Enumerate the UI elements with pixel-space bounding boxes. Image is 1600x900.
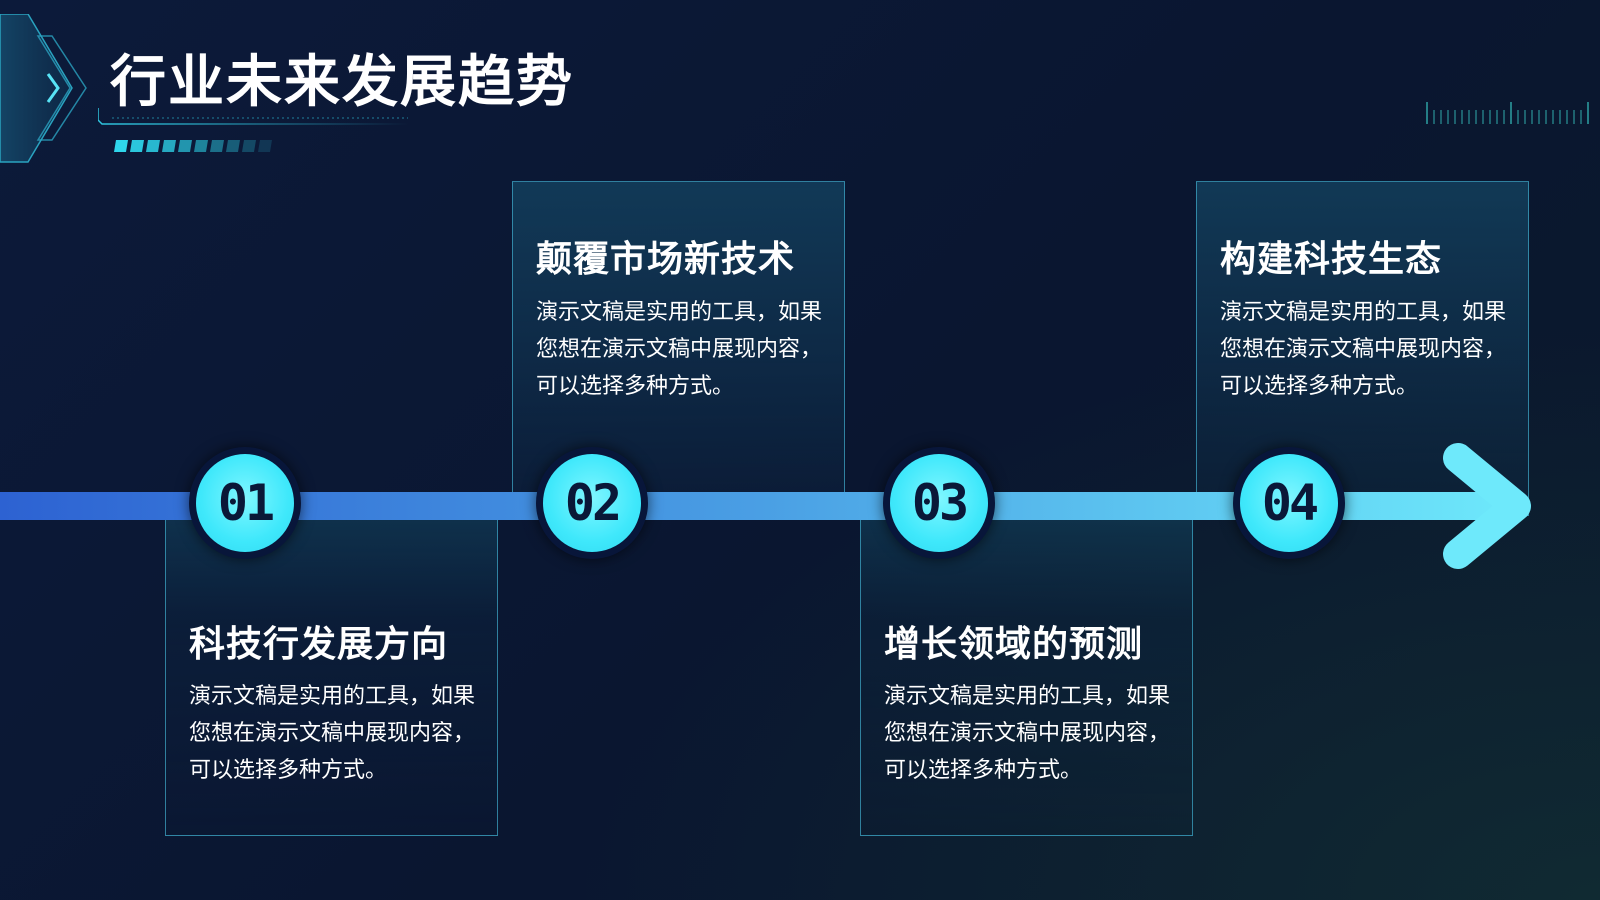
- arrow-head-icon: [1443, 443, 1531, 569]
- step-card-4: 构建科技生态 演示文稿是实用的工具，如果您想在演示文稿中展现内容，可以选择多种方…: [1196, 181, 1529, 516]
- tick-ruler-decoration: [1426, 102, 1589, 124]
- step-node-1: 01: [189, 447, 301, 559]
- step-title: 科技行发展方向: [189, 624, 449, 665]
- step-description: 演示文稿是实用的工具，如果您想在演示文稿中展现内容，可以选择多种方式。: [536, 300, 823, 399]
- step-node-3: 03: [883, 447, 995, 559]
- step-title: 颠覆市场新技术: [536, 239, 796, 280]
- page-title: 行业未来发展趋势: [110, 50, 574, 115]
- step-title: 增长领域的预测: [884, 624, 1144, 665]
- step-card-3: 增长领域的预测 演示文稿是实用的工具，如果您想在演示文稿中展现内容，可以选择多种…: [860, 500, 1193, 836]
- step-description: 演示文稿是实用的工具，如果您想在演示文稿中展现内容，可以选择多种方式。: [1220, 300, 1507, 399]
- step-description: 演示文稿是实用的工具，如果您想在演示文稿中展现内容，可以选择多种方式。: [189, 684, 476, 783]
- step-number: 04: [1261, 474, 1319, 532]
- step-number: 01: [217, 474, 275, 532]
- step-number: 03: [911, 474, 969, 532]
- step-title: 构建科技生态: [1220, 239, 1443, 280]
- step-description: 演示文稿是实用的工具，如果您想在演示文稿中展现内容，可以选择多种方式。: [884, 684, 1171, 783]
- step-node-2: 02: [536, 447, 648, 559]
- chevron-decoration-icon: [0, 14, 87, 163]
- step-card-1: 科技行发展方向 演示文稿是实用的工具，如果您想在演示文稿中展现内容，可以选择多种…: [165, 500, 498, 836]
- step-number: 02: [564, 474, 622, 532]
- step-node-4: 04: [1233, 447, 1345, 559]
- title-underline-decoration: [98, 108, 408, 152]
